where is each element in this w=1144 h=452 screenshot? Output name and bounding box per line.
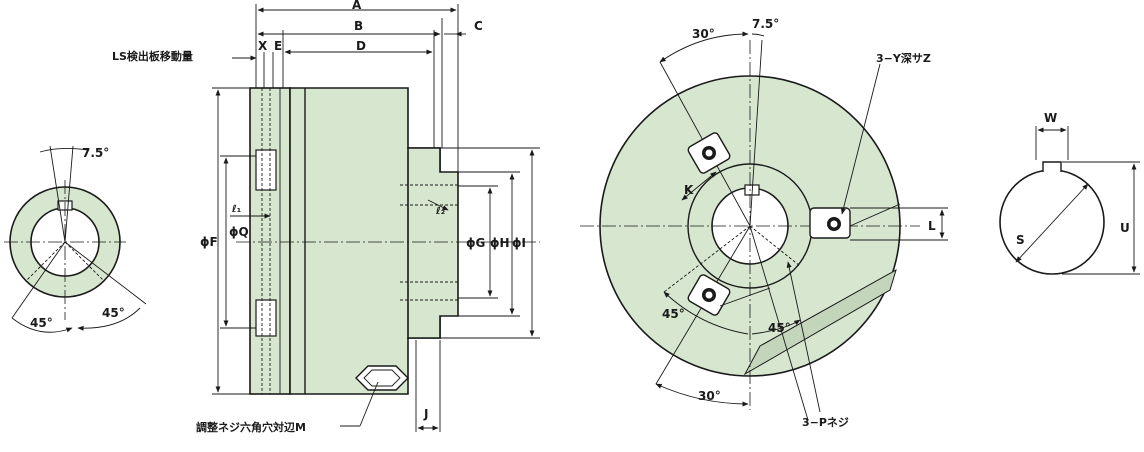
dim-D-label: D xyxy=(356,39,366,53)
left-angle-left-label: 45° xyxy=(30,316,53,330)
front-angle-bottom-label: 30° xyxy=(698,389,721,403)
front-angle-top-label: 30° xyxy=(692,27,715,41)
adjust-screw-note: 調整ネジ六角穴対辺M xyxy=(196,420,306,434)
front-view: 30° 7.5° 30° 45° 45° K L 3−Y深サZ 3−Pネジ xyxy=(580,17,948,429)
front-angle-top-small-label: 7.5° xyxy=(752,17,779,31)
dim-W-label: W xyxy=(1044,111,1057,125)
screws-note: 3−Pネジ xyxy=(802,416,849,429)
dim-B-label: B xyxy=(354,19,363,33)
dim-F-label: ϕF xyxy=(200,235,218,249)
dim-I-label: ϕI xyxy=(512,236,526,250)
dim-l1-label: ℓ₁ xyxy=(231,204,241,215)
front-bolt-lower-left xyxy=(687,274,731,316)
dim-Q-label: ϕQ xyxy=(229,225,249,239)
dim-K-label: K xyxy=(684,183,694,197)
left-end-view: 7.5° 45° 45° xyxy=(4,145,147,333)
dim-A-label: A xyxy=(352,0,362,12)
dim-C-label: C xyxy=(474,19,483,33)
side-section-view: A B C D X E LS検出板移動量 ϕF ϕQ ℓ₁ ϕG ϕH ϕI ℓ… xyxy=(112,0,540,434)
dim-E-label: E xyxy=(274,39,282,53)
front-bolt-upper-left xyxy=(687,132,731,174)
left-angle-right-label: 45° xyxy=(102,306,125,320)
dim-L-label: L xyxy=(928,219,936,233)
tapped-holes-note: 3−Y深サZ xyxy=(876,51,931,65)
front-angle-mid-label: 45° xyxy=(768,321,791,335)
dim-U-label: U xyxy=(1120,221,1130,235)
front-bolt-right xyxy=(809,207,851,239)
dim-H-label: ϕH xyxy=(490,236,510,250)
dim-X-label: X xyxy=(258,39,268,53)
hex-adjust-screw xyxy=(355,365,409,391)
dim-S-label: S xyxy=(1016,233,1025,247)
key-detail-view: W U S xyxy=(999,111,1140,275)
front-angle-left-label: 45° xyxy=(662,307,685,321)
key-bore-circle xyxy=(999,169,1105,275)
dim-J-label: J xyxy=(423,407,428,421)
left-angle-top-label: 7.5° xyxy=(82,146,109,160)
side-hub xyxy=(407,147,459,339)
dim-G-label: ϕG xyxy=(466,236,485,250)
dim-l2-label: ℓ₂ xyxy=(435,206,445,217)
ls-plate-note: LS検出板移動量 xyxy=(112,49,193,63)
